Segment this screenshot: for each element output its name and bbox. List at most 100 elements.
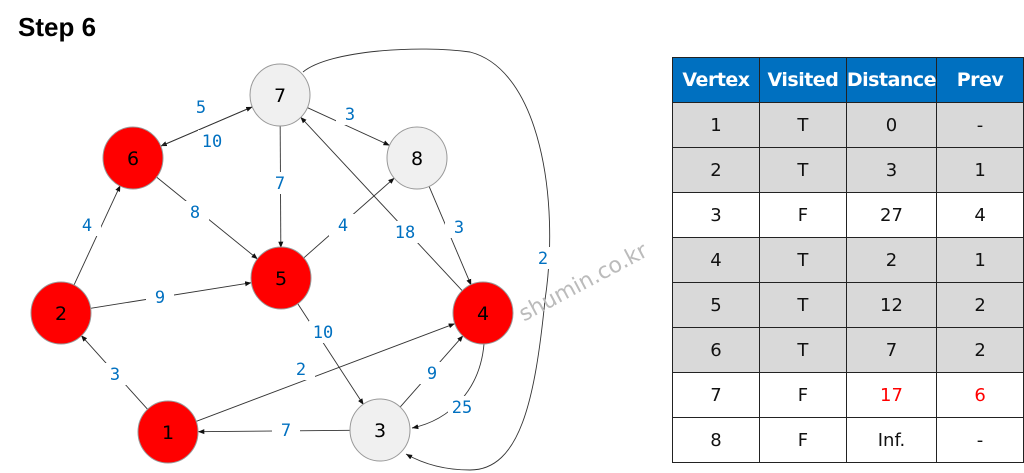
column-header-vertex: Vertex (672, 57, 760, 103)
edge-label-bg (187, 96, 215, 118)
cell-distance: 2 (845, 237, 938, 283)
edge-label-bg (272, 419, 300, 441)
cell-visited: F (758, 417, 847, 463)
cell-prev: - (936, 102, 1024, 148)
edge-weight-5-8: 4 (338, 216, 348, 236)
graph-diagram: 5 10 3 7 8 4 18 3 4 9 10 3 2 9 25 7 2 1 2 3 4 5 6 7 8 (30, 48, 557, 471)
node-1 (137, 400, 199, 464)
edge-7-8 (307, 107, 390, 146)
cell-vertex: 3 (672, 192, 760, 238)
edge-label-bg (287, 358, 315, 380)
cell-prev: 1 (936, 237, 1024, 283)
cell-vertex: 5 (672, 282, 760, 328)
edge-label-bg (391, 221, 419, 243)
cell-distance: 17 (845, 372, 938, 418)
node-label: 2 (55, 303, 67, 325)
cell-visited: T (758, 282, 847, 328)
node-label: 6 (127, 148, 139, 170)
edge-weight-1-4: 2 (296, 360, 306, 380)
node-5 (250, 246, 312, 310)
edge-weight-8-4: 3 (454, 218, 464, 238)
cell-distance: 12 (845, 282, 938, 328)
node-label: 7 (274, 85, 286, 107)
edge-weight-4-3: 25 (452, 398, 472, 418)
edge-weight-2-5: 9 (155, 288, 165, 308)
node-label: 1 (162, 422, 174, 444)
column-header-prev: Prev (936, 57, 1024, 103)
cell-distance: 7 (845, 327, 938, 373)
node-8 (386, 126, 448, 190)
edge-weight-4-7: 18 (395, 223, 415, 243)
cell-distance: 27 (845, 192, 938, 238)
cell-prev: 2 (936, 282, 1024, 328)
cell-vertex: 6 (672, 327, 760, 373)
cell-vertex: 8 (672, 417, 760, 463)
edge-label-bg (266, 172, 294, 194)
edge-weight-6-7: 10 (202, 132, 222, 152)
edge-weight-6-5: 8 (190, 203, 200, 223)
cell-vertex: 4 (672, 237, 760, 283)
cell-distance: 3 (845, 147, 938, 193)
edge-label-bg (448, 396, 476, 418)
node-label: 5 (275, 268, 287, 290)
cell-distance: 0 (845, 102, 938, 148)
cell-vertex: 2 (672, 147, 760, 193)
cell-visited: F (758, 372, 847, 418)
node-7 (249, 63, 311, 127)
edge-weight-3-4: 9 (427, 364, 437, 384)
cell-prev: 1 (936, 147, 1024, 193)
node-label: 8 (411, 148, 423, 170)
edge-weight-1-2: 3 (110, 365, 120, 385)
cell-visited: T (758, 102, 847, 148)
edge-label-bg (445, 216, 473, 238)
cell-distance: Inf. (845, 417, 938, 463)
edge-label-bg (73, 214, 101, 236)
cell-visited: T (758, 237, 847, 283)
cell-prev: - (936, 417, 1024, 463)
column-header-distance: Distance (845, 57, 938, 103)
edge-weight-7-8: 3 (345, 105, 355, 125)
edge-weight-3-1: 7 (281, 421, 291, 441)
edge-5-3 (296, 302, 365, 406)
edge-label-bg (529, 247, 557, 269)
node-label: 3 (374, 420, 386, 442)
cell-prev: 2 (936, 327, 1024, 373)
step-title: Step 6 (18, 12, 97, 42)
edge-weight-7-3: 2 (538, 249, 548, 269)
cell-vertex: 1 (672, 102, 760, 148)
edge-weight-7-5: 7 (275, 174, 285, 194)
edge-weight-2-6: 4 (82, 216, 92, 236)
node-2 (30, 281, 92, 345)
cell-visited: F (758, 192, 847, 238)
node-label: 4 (477, 303, 489, 325)
node-4 (452, 281, 514, 345)
cell-visited: T (758, 147, 847, 193)
edge-label-bg (418, 362, 446, 384)
edge-label-bg (198, 130, 226, 152)
edge-label-bg (101, 363, 129, 385)
edge-4-7 (300, 116, 463, 292)
cell-visited: T (758, 327, 847, 373)
edge-label-bg (146, 286, 174, 308)
edge-1-4 (195, 323, 456, 422)
node-6 (102, 126, 164, 190)
edge-label-bg (336, 103, 364, 125)
edge-6-7 (160, 106, 253, 147)
edge-weight-5-3: 10 (313, 323, 333, 343)
node-3 (349, 398, 411, 462)
edge-weight-7-6: 5 (196, 98, 206, 118)
edge-label-bg (329, 214, 357, 236)
cell-prev: 4 (936, 192, 1024, 238)
edge-label-bg (181, 201, 209, 223)
edge-label-bg (309, 321, 337, 343)
cell-prev: 6 (936, 372, 1024, 418)
